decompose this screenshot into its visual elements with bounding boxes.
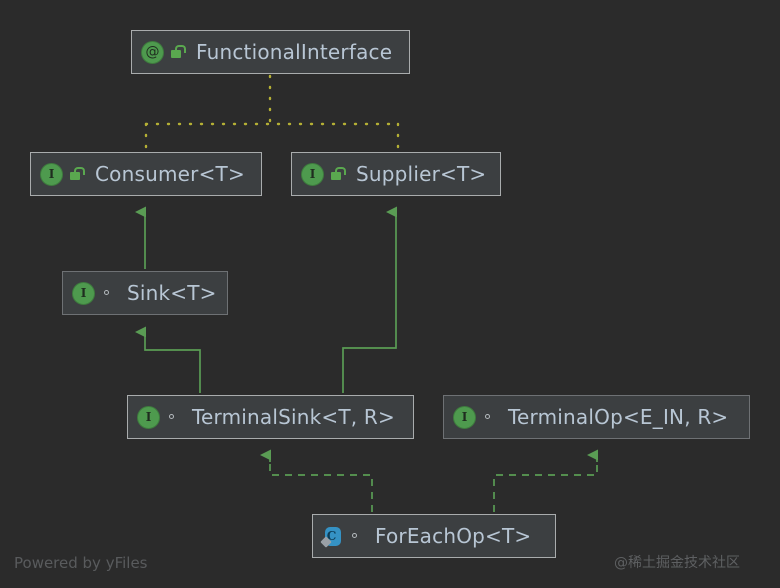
edge-foreachop-to-terminalop xyxy=(493,455,598,512)
node-sink[interactable]: I Sink<T> xyxy=(62,271,228,315)
lock-open-icon xyxy=(70,166,85,182)
interface-icon-glyph: I xyxy=(48,167,55,181)
abstract-class-icon-glyph: C xyxy=(326,529,337,543)
yfiles-watermark: Powered by yFiles xyxy=(14,554,148,572)
interface-icon-glyph: I xyxy=(80,286,87,300)
edge-terminalsink-to-supplier xyxy=(342,212,396,393)
node-label-supplier: Supplier<T> xyxy=(356,162,487,186)
interface-icon: I xyxy=(72,281,95,305)
edge-annotation-links xyxy=(144,74,400,152)
edge-terminalsink-to-sink xyxy=(145,332,201,393)
lock-open-icon xyxy=(331,166,346,182)
interface-icon: I xyxy=(40,162,63,186)
node-label-terminal-op: TerminalOp<E_IN, R> xyxy=(508,405,729,429)
package-private-icon xyxy=(102,285,115,301)
interface-icon-glyph: I xyxy=(461,410,468,424)
node-supplier[interactable]: I Supplier<T> xyxy=(291,152,501,196)
node-label-consumer: Consumer<T> xyxy=(95,162,245,186)
node-consumer[interactable]: I Consumer<T> xyxy=(30,152,262,196)
annotation-icon-glyph: @ xyxy=(145,44,160,60)
package-private-icon xyxy=(350,528,363,544)
node-label-sink: Sink<T> xyxy=(127,281,217,305)
package-private-icon xyxy=(167,409,180,425)
annotation-icon: @ xyxy=(141,40,164,64)
abstract-class-icon: C xyxy=(320,526,343,548)
node-terminal-sink[interactable]: I TerminalSink<T, R> xyxy=(127,395,414,439)
interface-icon: I xyxy=(301,162,324,186)
lock-open-icon xyxy=(171,44,186,60)
interface-icon-glyph: I xyxy=(309,167,316,181)
package-private-icon xyxy=(483,409,496,425)
node-terminal-op[interactable]: I TerminalOp<E_IN, R> xyxy=(443,395,750,439)
interface-icon: I xyxy=(453,405,476,429)
node-label-for-each-op: ForEachOp<T> xyxy=(375,524,532,548)
node-functional-interface[interactable]: @ FunctionalInterface xyxy=(131,30,410,74)
interface-icon-glyph: I xyxy=(145,410,152,424)
source-watermark: @稀土掘金技术社区 xyxy=(614,555,740,571)
node-label-functional-interface: FunctionalInterface xyxy=(196,40,393,64)
edge-foreachop-to-terminalsink xyxy=(269,455,373,512)
node-for-each-op[interactable]: C ForEachOp<T> xyxy=(312,514,556,558)
interface-icon: I xyxy=(137,405,160,429)
node-label-terminal-sink: TerminalSink<T, R> xyxy=(192,405,395,429)
